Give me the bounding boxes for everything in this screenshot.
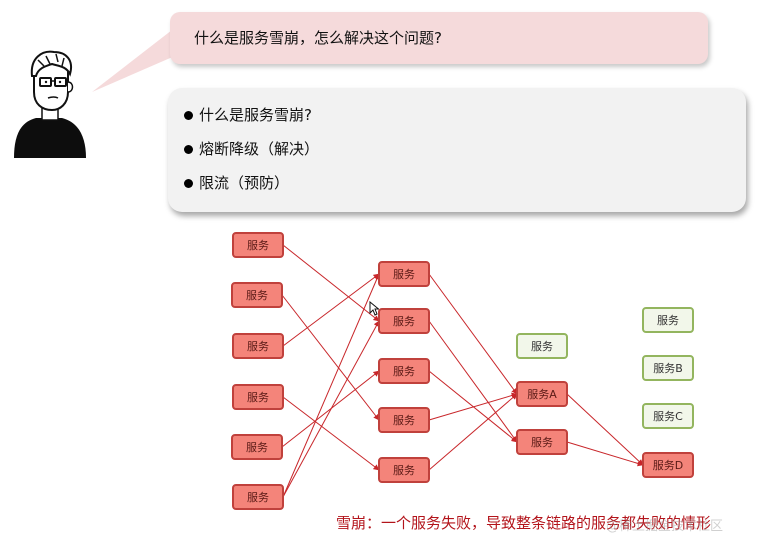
service-node-label: 服务B: [653, 362, 683, 375]
service-node-svcB: 服务B: [642, 355, 694, 381]
dependency-arrow-c1r3-c2r1: [282, 273, 380, 347]
service-node-label: 服务: [247, 340, 269, 353]
service-node-label: 服务D: [653, 459, 683, 472]
agenda-item: 限流（预防）: [184, 170, 746, 204]
service-node-label: 服务: [393, 365, 415, 378]
bullet-icon: [184, 111, 193, 120]
service-node-box: [378, 308, 430, 334]
service-node-label: 服务: [247, 239, 269, 252]
dependency-arrow-c1r6-c2r1: [282, 273, 380, 498]
service-node-svcD: 服务D: [642, 452, 694, 478]
dependency-arrow-c3bot-svcD: [566, 441, 644, 467]
service-node-label: 服务C: [653, 410, 683, 423]
edge-layer: [281, 244, 644, 498]
service-node-c1r4: 服务: [232, 384, 284, 410]
service-node-box: [231, 434, 283, 460]
service-node-box: [642, 403, 694, 429]
service-node-box: [642, 307, 694, 333]
service-node-label: 服务: [247, 491, 269, 504]
service-node-box: [232, 384, 284, 410]
service-node-label: 服务: [657, 314, 679, 327]
service-node-c2r4: 服务: [378, 407, 430, 433]
service-node-c1r3: 服务: [232, 333, 284, 359]
service-node-box: [378, 358, 430, 384]
service-node-c3top: 服务: [516, 333, 568, 359]
dependency-arrow-c2r4-svcA: [428, 392, 518, 421]
service-node-label: 服务: [247, 391, 269, 404]
service-node-label: 服务: [393, 414, 415, 427]
service-node-label: 服务: [393, 268, 415, 281]
dependency-arrow-c1r4-c2r5: [282, 396, 380, 471]
service-node-c2r3: 服务: [378, 358, 430, 384]
agenda-item-label: 限流（预防）: [199, 174, 290, 192]
agenda-item: 什么是服务雪崩?: [184, 102, 746, 136]
dependency-arrow-c2r1-svcA: [428, 273, 518, 395]
service-node-box: [516, 429, 568, 455]
agenda-item-label: 什么是服务雪崩?: [199, 106, 312, 124]
service-node-svcC: 服务C: [642, 403, 694, 429]
dependency-arrow-c1r2-c2r4: [281, 294, 380, 421]
service-node-label: 服务: [531, 340, 553, 353]
service-node-box: [231, 282, 283, 308]
service-node-box: [516, 381, 568, 407]
service-node-c1r1: 服务: [232, 232, 284, 258]
bullet-icon: [184, 179, 193, 188]
service-node-label: 服务: [393, 464, 415, 477]
agenda-list: 什么是服务雪崩? 熔断降级（解决） 限流（预防）: [168, 88, 746, 204]
service-node-c4s1: 服务: [642, 307, 694, 333]
service-node-c1r5: 服务: [231, 434, 283, 460]
service-node-label: 服务: [246, 441, 268, 454]
dependency-arrow-c1r1-c2r2: [282, 244, 380, 322]
service-node-box: [378, 457, 430, 483]
dependency-arrow-svcA-svcD: [566, 393, 644, 466]
agenda-item: 熔断降级（解决）: [184, 136, 746, 170]
mouse-cursor-icon: [369, 301, 379, 316]
service-node-c1r6: 服务: [232, 484, 284, 510]
service-node-label: 服务A: [527, 388, 557, 401]
service-node-box: [232, 232, 284, 258]
service-node-c2r1: 服务: [378, 261, 430, 287]
service-node-c2r5: 服务: [378, 457, 430, 483]
bullet-icon: [184, 145, 193, 154]
service-node-c3bot: 服务: [516, 429, 568, 455]
dependency-arrow-c1r6-c2r2: [282, 320, 380, 498]
dependency-arrow-c2r5-svcA: [428, 393, 518, 471]
service-node-box: [232, 484, 284, 510]
service-node-label: 服务: [393, 315, 415, 328]
service-node-box: [378, 261, 430, 287]
service-node-label: 服务: [531, 436, 553, 449]
service-node-svcA: 服务A: [516, 381, 568, 407]
speech-bubble-tail: [92, 30, 184, 92]
service-node-box: [378, 407, 430, 433]
service-node-box: [516, 333, 568, 359]
speech-bubble: 什么是服务雪崩，怎么解决这个问题?: [170, 12, 708, 64]
service-node-box: [232, 333, 284, 359]
service-node-c2r2: 服务: [378, 308, 430, 334]
service-node-box: [642, 355, 694, 381]
presenter-avatar: [14, 50, 86, 158]
question-text: 什么是服务雪崩，怎么解决这个问题?: [194, 29, 442, 47]
service-node-c1r2: 服务: [231, 282, 283, 308]
avalanche-caption: 雪崩：一个服务失败，导致整条链路的服务都失败的情形: [336, 514, 712, 532]
agenda-card: 什么是服务雪崩? 熔断降级（解决） 限流（预防）: [168, 88, 746, 212]
service-node-label: 服务: [246, 289, 268, 302]
dependency-arrow-c2r2-c3bot: [428, 320, 518, 443]
agenda-item-label: 熔断降级（解决）: [199, 140, 320, 158]
service-node-box: [642, 452, 694, 478]
watermark-text: @稀土掘金技术社区: [606, 519, 724, 534]
